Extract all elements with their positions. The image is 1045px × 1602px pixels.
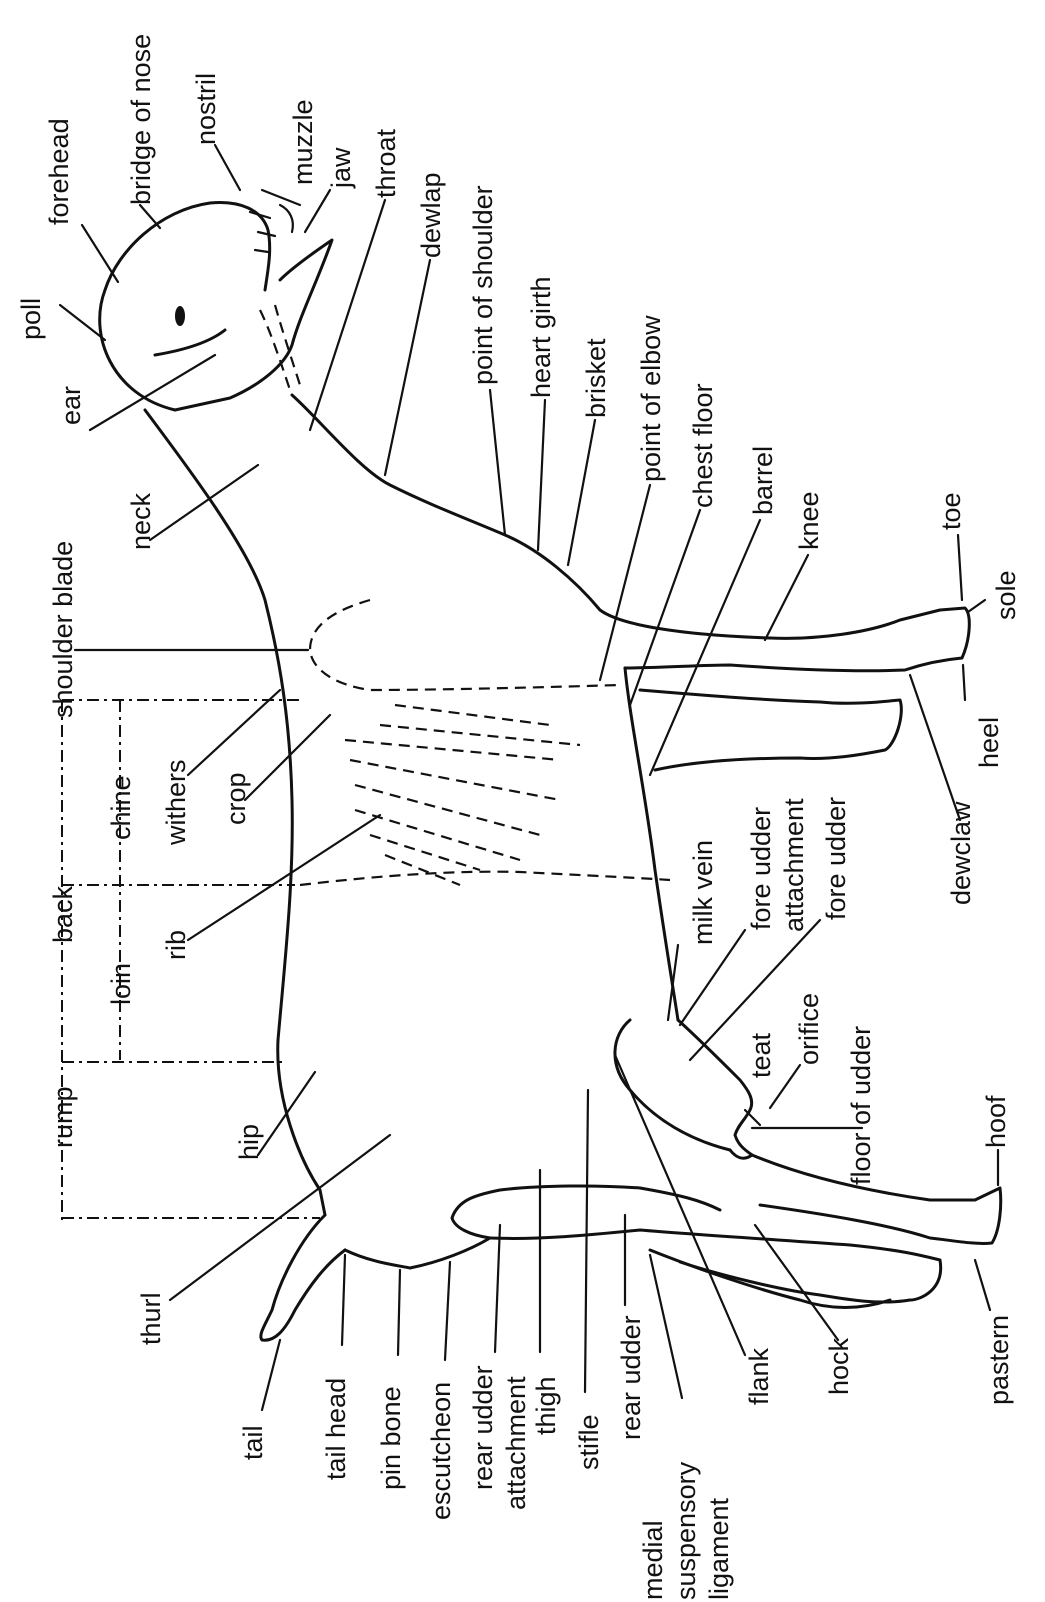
label-teat: teat (746, 1032, 776, 1078)
label-toe: toe (936, 492, 966, 530)
labels: poll forehead bridge of nose nostril muz… (16, 34, 1021, 1600)
label-pin-bone: pin bone (376, 1386, 406, 1490)
label-muzzle: muzzle (288, 99, 318, 185)
label-bridge-of-nose: bridge of nose (126, 34, 156, 205)
label-rear-udder: rear udder (616, 1315, 646, 1440)
label-rear-udder-attachment-2: attachment (501, 1376, 531, 1510)
label-chine: chine (106, 775, 136, 840)
label-rear-udder-attachment-1: rear udder (468, 1365, 498, 1490)
label-dewclaw: dewclaw (946, 801, 976, 905)
label-withers: withers (161, 759, 191, 846)
label-point-of-elbow: point of elbow (636, 315, 666, 482)
label-barrel: barrel (748, 446, 778, 515)
label-forehead: forehead (44, 118, 74, 225)
label-fore-udder-attachment-2: attachment (779, 798, 809, 932)
label-poll: poll (16, 298, 46, 340)
label-hoof: hoof (981, 1095, 1011, 1148)
label-back: back (48, 885, 78, 943)
label-hip: hip (234, 1124, 264, 1160)
label-suspensory: suspensory (671, 1461, 701, 1600)
label-floor-of-udder: floor of udder (846, 1026, 876, 1185)
label-fore-udder: fore udder (821, 797, 851, 920)
label-hock: hock (824, 1337, 854, 1395)
label-crop: crop (221, 772, 251, 825)
label-rib: rib (161, 930, 191, 960)
label-throat: throat (371, 128, 401, 198)
label-heel: heel (974, 717, 1004, 768)
label-thurl: thurl (136, 1292, 166, 1345)
label-shoulder-blade: shoulder blade (48, 541, 78, 718)
label-ligament: ligament (704, 1497, 734, 1600)
label-orifice: orifice (794, 993, 824, 1065)
label-thigh: thigh (531, 1376, 561, 1435)
label-dewlap: dewlap (416, 172, 446, 258)
label-nostril: nostril (191, 73, 221, 145)
label-ear: ear (56, 386, 86, 425)
label-knee: knee (794, 491, 824, 550)
label-rump: rump (48, 1086, 78, 1148)
label-pastern: pastern (984, 1315, 1014, 1405)
label-stifle: stifle (574, 1414, 604, 1470)
label-jaw: jaw (326, 147, 356, 189)
label-sole: sole (991, 570, 1021, 620)
label-milk-vein: milk vein (688, 840, 718, 945)
label-tail-head: tail head (321, 1378, 351, 1480)
label-heart-girth: heart girth (526, 276, 556, 398)
label-brisket: brisket (581, 338, 611, 418)
label-chest-floor: chest floor (688, 383, 718, 508)
label-tail: tail (238, 1425, 268, 1460)
measure-lines (62, 700, 320, 1225)
label-medial: medial (638, 1520, 668, 1600)
label-loin: loin (106, 963, 136, 1005)
label-point-of-shoulder: point of shoulder (468, 185, 498, 385)
label-fore-udder-attachment-1: fore udder (746, 807, 776, 930)
label-neck: neck (126, 492, 156, 550)
label-flank: flank (744, 1347, 774, 1405)
label-escutcheon: escutcheon (426, 1382, 456, 1520)
